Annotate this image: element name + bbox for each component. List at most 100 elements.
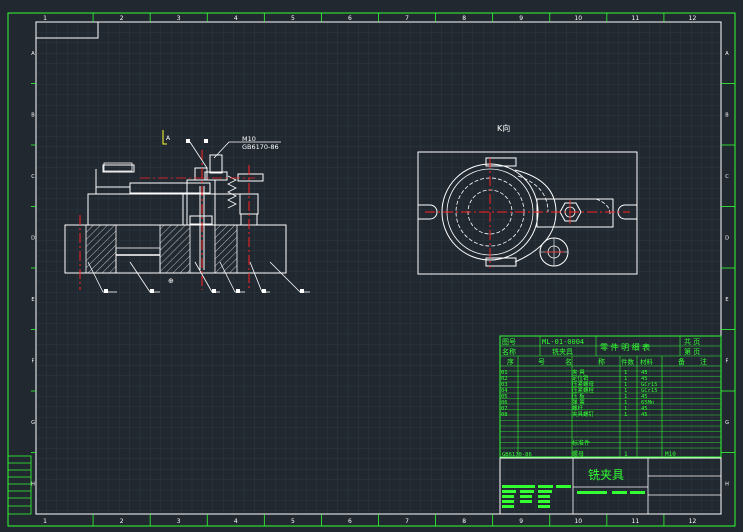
col-header-4: 件数 <box>621 357 635 366</box>
frame-col-number: 12 <box>689 518 697 525</box>
parts-row-cell: 08 <box>501 412 508 418</box>
col-header-3: 称 <box>598 357 605 366</box>
title-cell-fill <box>538 495 550 498</box>
frame-ticks <box>31 13 735 526</box>
frame-col-number: 4 <box>234 518 238 525</box>
assembly-name: 铣夹具 <box>552 347 573 356</box>
parts-row-cell: 1 <box>624 376 627 382</box>
hatched-section-left <box>85 224 117 274</box>
title-cell-fill <box>630 491 645 494</box>
parts-row-cell: 04 <box>501 388 508 394</box>
std-item: 螺母 <box>572 450 584 458</box>
frame-col-number: 3 <box>177 518 181 525</box>
frame-row-letter: C <box>725 174 729 180</box>
assembly-name-label: 名称 <box>502 347 516 356</box>
frame-col-number: 10 <box>574 15 582 22</box>
title-cell-fill <box>612 491 627 494</box>
title-cell-fill <box>520 485 535 488</box>
title-cell-fill <box>538 505 550 508</box>
parts-row-cell: 45 <box>641 412 648 418</box>
parts-row-cell: 07 <box>501 406 508 412</box>
parts-row-cell: 夹具螺钉 <box>572 410 595 418</box>
frame-row-letter: G <box>725 420 729 426</box>
parts-row-cell: 压 板 <box>572 392 585 400</box>
frame-col-number: 7 <box>405 15 409 22</box>
frame-col-number: 6 <box>348 518 352 525</box>
note-text: 标准件 <box>572 439 590 447</box>
col-header-2: 名 <box>565 357 572 366</box>
frame-row-letter: C <box>31 174 35 180</box>
frame-col-number: 1 <box>43 15 47 22</box>
frame-col-number: 7 <box>405 518 409 525</box>
title-cell-fill <box>520 500 532 503</box>
frame-col-number: 8 <box>462 518 466 525</box>
frame-col-number: 11 <box>632 15 640 22</box>
frame-row-letter: A <box>725 51 729 57</box>
title-cell-fill <box>577 491 607 494</box>
parts-row-cell: 1 <box>624 388 627 394</box>
parts-row-cell: 1 <box>624 400 627 406</box>
parts-row-cell: 1 <box>624 406 627 412</box>
sheet-label-2: 第 页 <box>684 347 700 356</box>
sheet-label-1: 共 页 <box>684 337 700 346</box>
std-qty: 1 <box>624 451 628 458</box>
parts-row-cell: 1 <box>624 382 627 388</box>
col-header-6: 备 <box>678 357 685 366</box>
title-cell-fill <box>502 485 520 488</box>
frame-col-number: 12 <box>689 15 697 22</box>
title-cell-fill <box>502 500 514 503</box>
parts-row-cell: 弹 簧 <box>572 398 585 406</box>
parts-row-cell: 65Mn <box>641 400 654 406</box>
outer-frame <box>7 12 736 527</box>
title-cell-fill <box>502 490 516 493</box>
frame-col-number: 6 <box>348 15 352 22</box>
svg-text:A: A <box>166 135 171 142</box>
hatched-section-middle <box>159 224 191 274</box>
parts-row-cell: 压紧螺栓 <box>572 386 595 394</box>
background-grid <box>35 21 721 514</box>
parts-row-cell: GCr15 <box>641 382 658 388</box>
parts-row-cell: 1 <box>624 370 627 376</box>
parts-row-cell: 05 <box>501 394 508 400</box>
parts-row-cell: 03 <box>501 382 508 388</box>
front-view: A <box>64 130 310 293</box>
view-label: K向 <box>497 123 510 133</box>
parts-row-cell: 45 <box>641 394 648 400</box>
frame-col-number: 2 <box>120 15 124 22</box>
frame-row-letter: E <box>31 297 34 303</box>
part-list-title: 零 件 明 细 表 <box>600 342 650 352</box>
title-cell-fill <box>502 495 514 498</box>
title-cell-fill <box>538 485 553 488</box>
spring <box>227 175 237 209</box>
parts-row-cell: 45 <box>641 370 648 376</box>
frame-col-number: 3 <box>177 15 181 22</box>
frame-row-letter: H <box>725 481 729 487</box>
parts-row-cell: 45 <box>641 376 648 382</box>
parts-row-cell: 夹 具 <box>572 368 585 376</box>
hatched-section-right <box>214 224 238 274</box>
std-ref: GB6170-86 <box>502 452 532 458</box>
svg-text:⊕: ⊕ <box>168 277 174 285</box>
parts-row-cell: 01 <box>501 370 508 376</box>
std-size: M10 <box>665 451 676 458</box>
frame-col-number: 2 <box>120 518 124 525</box>
main-title: 铣夹具 <box>588 468 624 482</box>
parts-row-cell: 45 <box>641 406 648 412</box>
frame-col-number: 8 <box>462 15 466 22</box>
frame-col-number: 9 <box>519 15 523 22</box>
parts-row-cell: 1 <box>624 412 627 418</box>
drawing-no: ML-01-0004 <box>542 338 584 346</box>
title-block: 图号 ML-01-0004 零 件 明 细 表 共 页 第 页 名称 铣夹具 序… <box>499 335 722 458</box>
frame-row-letter: E <box>725 297 728 303</box>
title-cell-fill <box>538 500 550 503</box>
title-cell-fill <box>538 490 552 493</box>
title-cell-fill <box>502 505 514 508</box>
surface-symbol <box>103 162 133 172</box>
frame-row-letter: F <box>32 358 35 364</box>
frame-row-letter: D <box>725 235 729 241</box>
frame-row-letter: H <box>31 481 35 487</box>
frame-col-number: 5 <box>291 15 295 22</box>
frame-row-letter: D <box>31 235 35 241</box>
parts-row-cell: 定位销 <box>572 374 589 382</box>
frame-col-number: 9 <box>519 518 523 525</box>
